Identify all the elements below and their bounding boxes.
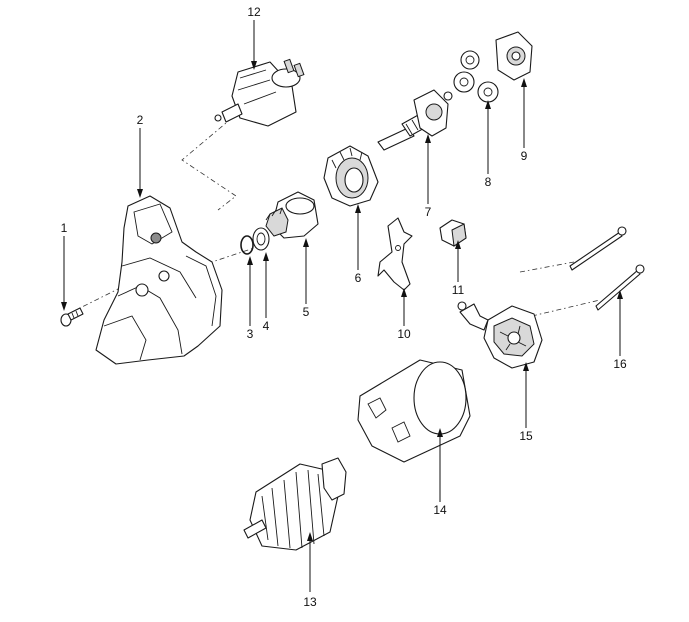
part-4-stop-ring (252, 227, 270, 251)
callout-11: 11 (452, 283, 465, 297)
callout-1: 1 (61, 221, 68, 235)
part-3-snap-ring (240, 235, 254, 255)
callout-14: 14 (433, 503, 447, 517)
callout-12: 12 (247, 5, 261, 19)
part-5-overrunning-clutch (265, 191, 319, 239)
part-15-brush-holder (457, 301, 543, 369)
part-7-planetary-shaft (377, 89, 453, 151)
callout-15: 15 (519, 429, 533, 443)
callout-labels: 1 2 3 4 5 6 7 8 9 10 11 12 13 14 15 16 (61, 5, 627, 609)
callout-7: 7 (425, 205, 432, 219)
callout-10: 10 (397, 327, 411, 341)
callout-5: 5 (303, 305, 310, 319)
callout-16: 16 (613, 357, 627, 371)
part-6-internal-gear (323, 145, 379, 207)
part-11-plate (439, 219, 467, 247)
callout-2: 2 (137, 113, 144, 127)
callout-3: 3 (247, 327, 254, 341)
callout-13: 13 (303, 595, 317, 609)
part-13-armature (243, 457, 347, 551)
part-2-front-housing (95, 195, 223, 365)
part-8-planetary-gears (453, 50, 499, 103)
part-1-bolt (60, 307, 84, 327)
callout-4: 4 (263, 319, 270, 333)
callout-8: 8 (485, 175, 492, 189)
part-14-yoke (357, 359, 471, 463)
part-9-gear-cover (495, 31, 533, 81)
part-16-through-bolts (569, 226, 645, 311)
callout-leaders (61, 20, 623, 592)
part-10-lever (377, 217, 413, 291)
callout-6: 6 (355, 271, 362, 285)
callout-9: 9 (521, 149, 528, 163)
part-12-solenoid-switch (214, 58, 305, 127)
